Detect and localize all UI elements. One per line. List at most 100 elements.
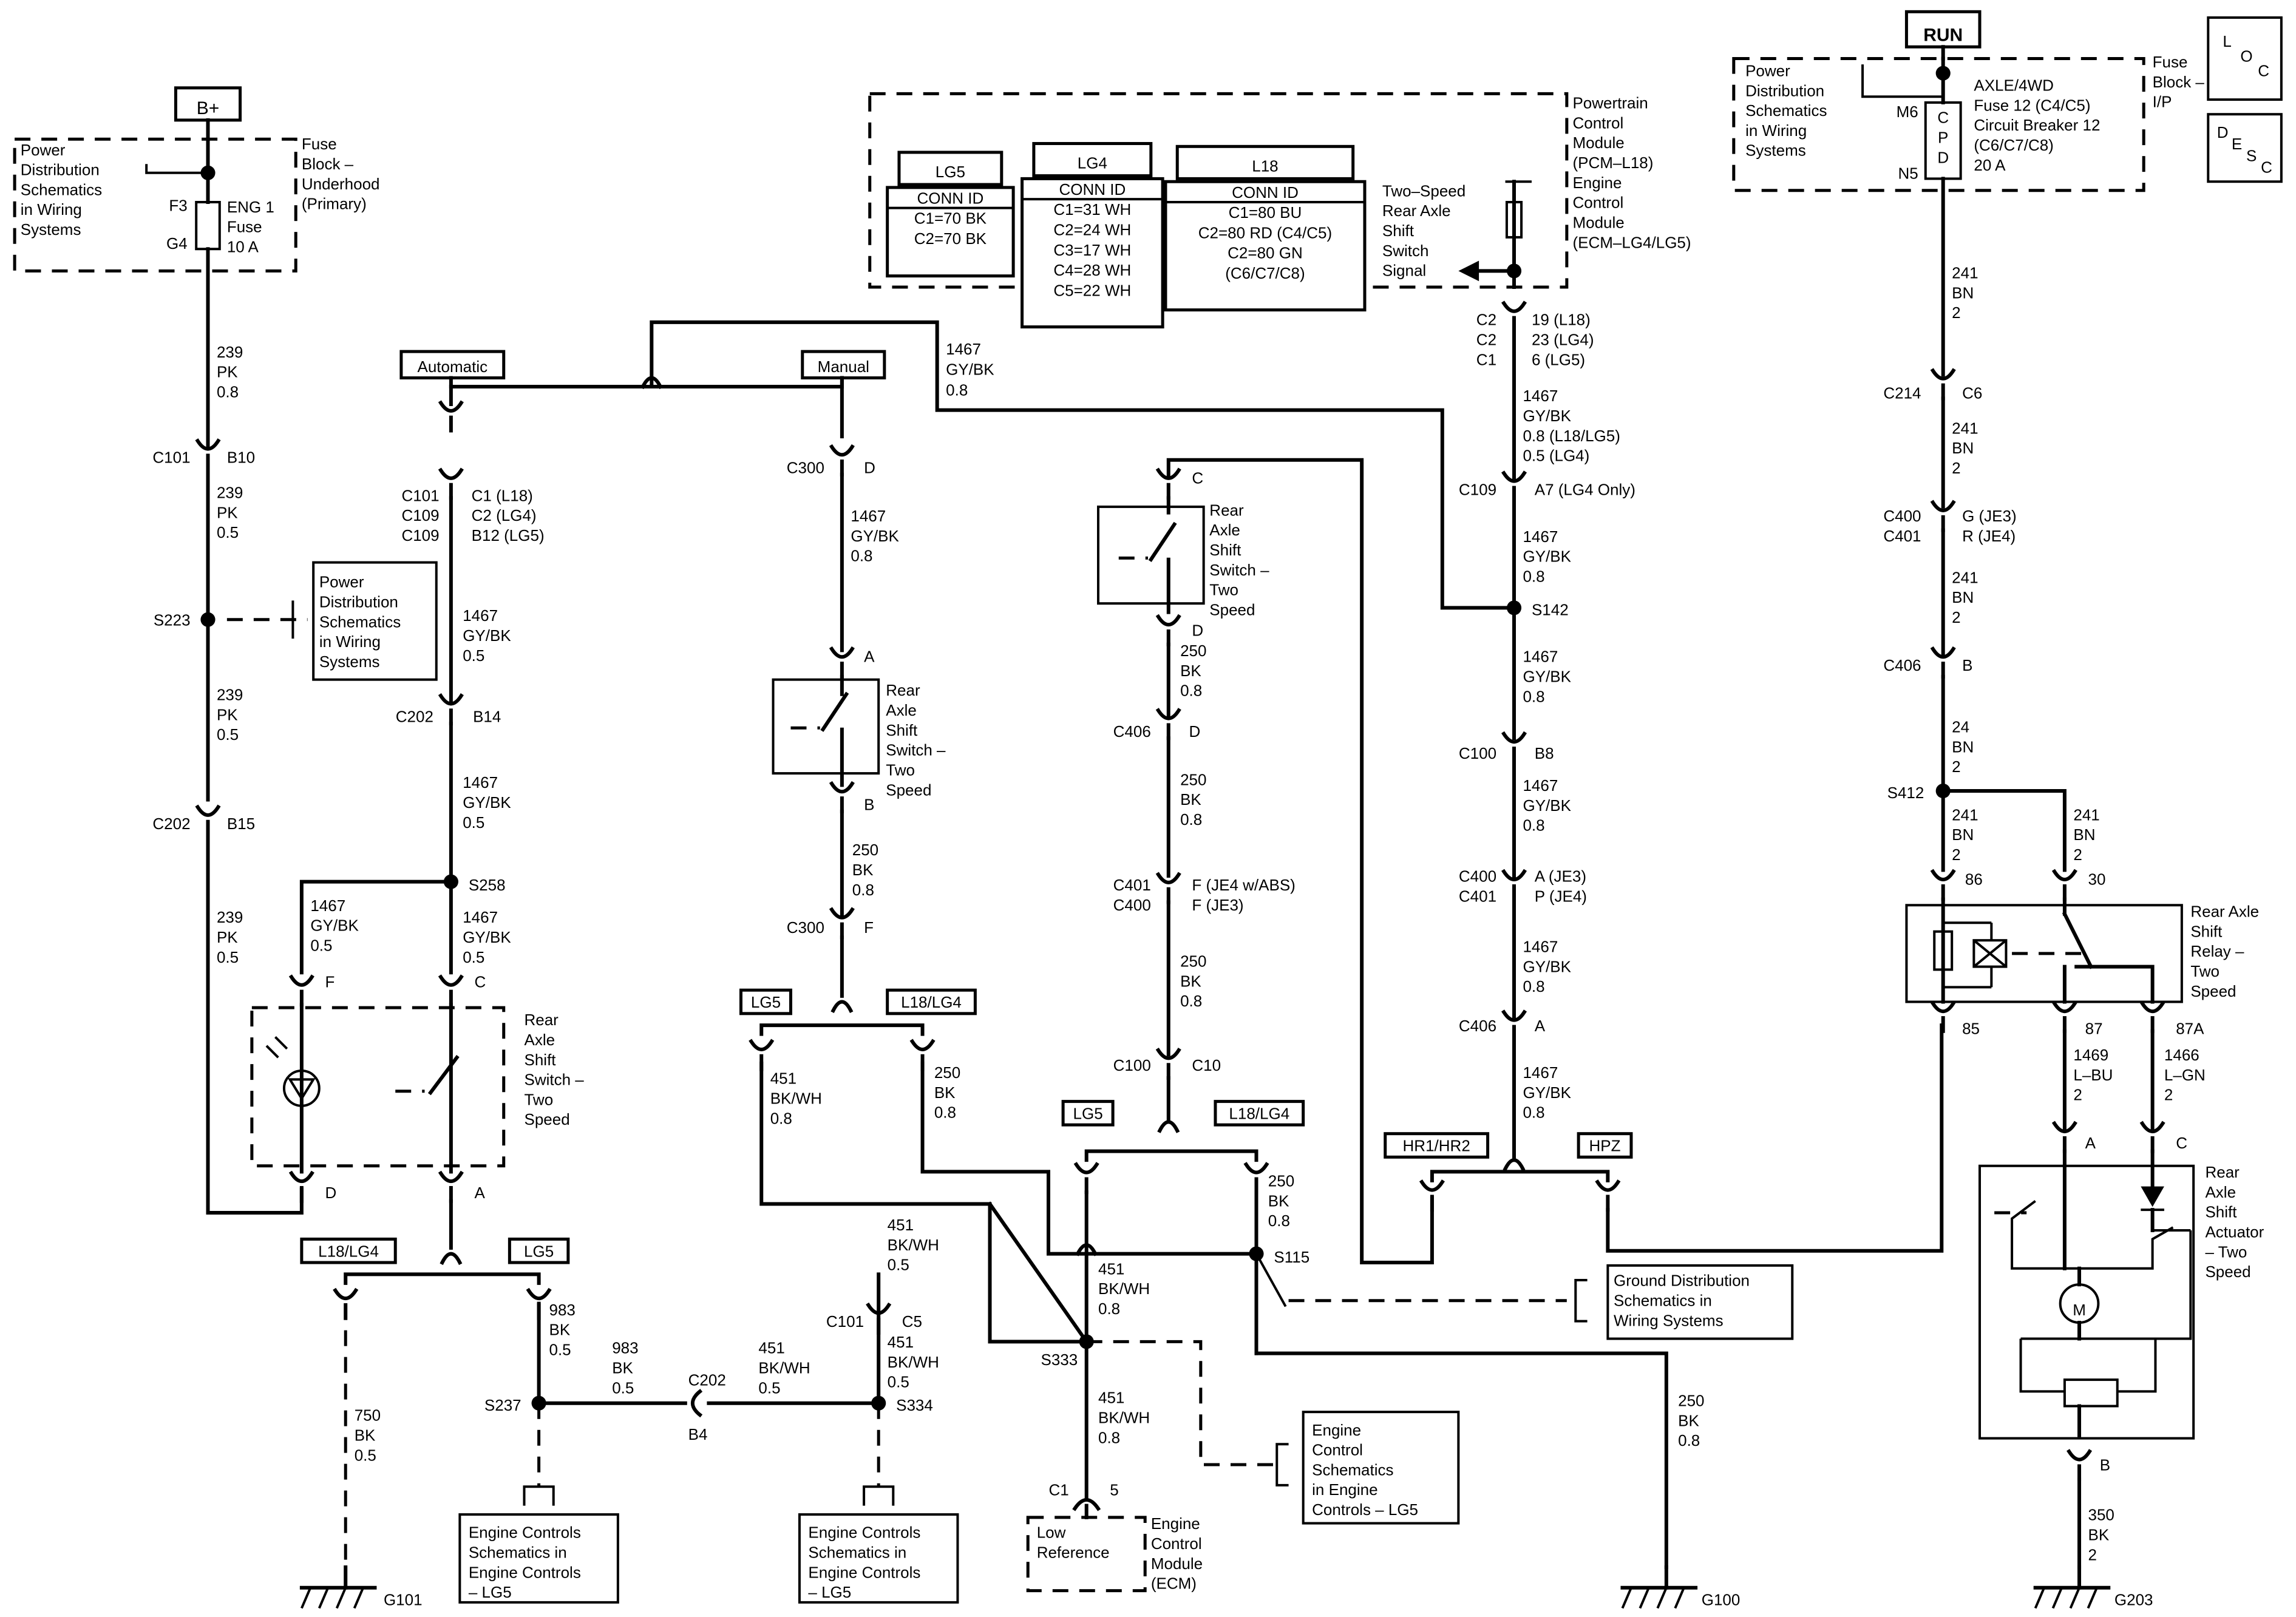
lg5-label-a-box xyxy=(508,1237,570,1264)
wire-label-w250_s1-line: 250 xyxy=(1180,642,1206,660)
pin-f: F xyxy=(325,972,335,991)
loc-c: C xyxy=(2258,61,2269,80)
rear-axle-switch-left-line: Two xyxy=(524,1090,553,1108)
c406-a-cup xyxy=(1501,1009,1527,1022)
l18-conn-table-row: CONN ID xyxy=(1232,183,1299,202)
wire-label-w241_5-line: BN xyxy=(2073,825,2095,844)
desc-c: C xyxy=(2261,158,2272,177)
wire-label-w1467_b-line: 0.5 xyxy=(463,813,484,832)
power-dist-right-line: Systems xyxy=(1745,141,1806,160)
c300-d-left: C300 xyxy=(787,458,824,476)
lg4-conn-table-header-box xyxy=(1032,141,1153,178)
rear-axle-shift-actuator-line: – Two xyxy=(2205,1242,2247,1261)
rear-axle-shift-actuator-line: Axle xyxy=(2205,1183,2236,1201)
engine-controls-box-b xyxy=(798,1513,959,1604)
s142-label: S142 xyxy=(1532,600,1569,619)
c101-c109-stack-line: C109 xyxy=(401,506,439,524)
wire-crossover xyxy=(440,1252,463,1266)
wire-label-w250_g-line: 250 xyxy=(1678,1392,1704,1410)
pcm-module-line: Control xyxy=(1572,114,1623,132)
low-reference-line: Low xyxy=(1037,1524,1066,1542)
left-switch-pin-d-cup xyxy=(288,1170,314,1184)
actuator-pin-c: C xyxy=(2176,1134,2187,1152)
wire-label-w241_3-line: BN xyxy=(1952,588,1974,606)
pin-85: 85 xyxy=(1962,1020,1980,1038)
rear-axle-switch-left-line: Speed xyxy=(524,1110,569,1128)
low-reference-line: Reference xyxy=(1037,1544,1110,1562)
wire-label-w983_a-line: 983 xyxy=(549,1301,575,1319)
relay-contact-blade xyxy=(2062,911,2094,969)
pin-a: A xyxy=(474,1184,485,1202)
hpz-label-box xyxy=(1577,1132,1633,1159)
g203-ground-hatch xyxy=(2051,1587,2063,1609)
wire-label-w239_1-line: 0.8 xyxy=(217,382,239,401)
pcm-module-line: Module xyxy=(1572,213,1624,231)
wire-250-to-s115 xyxy=(920,1061,1258,1256)
wire-label-w241_1-line: 2 xyxy=(1952,303,1960,322)
led-diode-icon xyxy=(287,1078,316,1101)
engine-controls-box-a xyxy=(458,1513,619,1604)
eng1-fuse-label-line: 10 A xyxy=(227,238,259,256)
wire-label-w239_4-line: 239 xyxy=(217,908,243,926)
manual-pin-a: A xyxy=(864,648,875,666)
c401-c400-stack-line: C400 xyxy=(1113,896,1151,914)
c406-d-left: C406 xyxy=(1113,722,1151,741)
l18lg4-c-right-cup xyxy=(1243,1162,1269,1175)
pin-87a: 87A xyxy=(2176,1020,2204,1038)
power-dist-pointer xyxy=(145,164,208,174)
wire-label-w451_c-line: 451 xyxy=(1098,1389,1124,1407)
c300-d-right: D xyxy=(864,458,875,476)
wire-label-w250_s3-line: 250 xyxy=(1180,952,1206,971)
c1-5-connector xyxy=(1072,1498,1101,1511)
wire-1467-top: GY/BK xyxy=(946,361,994,379)
engine-control-lg5-line: Engine xyxy=(1312,1421,1361,1439)
wire-label-w1467_r4-line: 1467 xyxy=(1523,776,1558,795)
c1-c2-b12-stack-line: B12 (LG5) xyxy=(472,526,545,544)
wire-label-w241_1-line: BN xyxy=(1952,283,1974,302)
loc-box xyxy=(2207,16,2283,101)
c300-f-left: C300 xyxy=(787,918,824,937)
wire-label-w983_b-line: BK xyxy=(612,1358,633,1377)
fuse-block-underhood-line: Fuse xyxy=(302,135,337,153)
ground-distribution-line: Wiring Systems xyxy=(1614,1311,1724,1329)
l18-conn-table-header: L18 xyxy=(1252,157,1278,175)
relay-box xyxy=(1905,904,2183,1003)
relay-coil-symbol xyxy=(1972,939,2008,968)
actuator-diode-icon xyxy=(2141,1186,2164,1207)
engine-controls-b-line: – LG5 xyxy=(808,1583,851,1601)
wire-label-w239_2-line: PK xyxy=(217,503,238,521)
g101-ground-hatch xyxy=(353,1587,365,1609)
wire-label-w451_d-line: 451 xyxy=(758,1339,784,1357)
left-switch-pin-c-cup xyxy=(438,974,464,987)
engine-control-lg5-line: Schematics xyxy=(1312,1460,1393,1479)
eng1-fuse-label-line: ENG 1 xyxy=(227,198,274,216)
c202-b14-left: C202 xyxy=(396,708,433,726)
wire-label-w983_a-line: BK xyxy=(549,1321,570,1339)
c400-c401-a-cup xyxy=(1501,869,1527,881)
axle-4wd-fuse-line: (C6/C7/C8) xyxy=(1974,136,2053,154)
power-dist-left-line: Schematics xyxy=(21,180,102,198)
manual-switch-pin-a-cup xyxy=(829,646,855,659)
wire-label-w1467_r4-line: 0.8 xyxy=(1523,816,1544,835)
c406-a-right: A xyxy=(1535,1017,1546,1035)
wire-crossover xyxy=(1075,1243,1098,1256)
pcm-c-stack-line: C2 xyxy=(1476,311,1496,329)
actuator-pin-c-cup xyxy=(2139,1120,2165,1134)
wire-label-w250_s2-line: 0.8 xyxy=(1180,810,1202,829)
engine-control-lg5-line: Controls – LG5 xyxy=(1312,1500,1418,1519)
power-dist-mid-line: in Wiring xyxy=(319,632,381,651)
relay-pin-87a-cup xyxy=(2139,1000,2165,1014)
actuator-pin-b: B xyxy=(2100,1456,2110,1474)
l18lg4-lg5-bus-a xyxy=(344,1272,541,1285)
rear-axle-shift-relay-line: Two xyxy=(2190,962,2220,980)
wire-label-w1467_c-line: 1467 xyxy=(463,908,498,926)
rear-axle-switch-manual-line: Switch – xyxy=(886,741,946,759)
s223-splice xyxy=(200,612,216,627)
wire-label-w1467_c-line: GY/BK xyxy=(463,928,511,946)
wire-label-w250_l-line: 250 xyxy=(934,1063,960,1082)
engine-control-lg5-line: in Engine xyxy=(1312,1480,1377,1499)
l18-conn-table-row: C1=80 BU xyxy=(1229,203,1302,222)
wire-label-w239_3-line: 239 xyxy=(217,685,243,703)
wire-label-w1467_r5-line: GY/BK xyxy=(1523,957,1571,975)
lg4-conn-table-body-box xyxy=(1021,177,1164,329)
